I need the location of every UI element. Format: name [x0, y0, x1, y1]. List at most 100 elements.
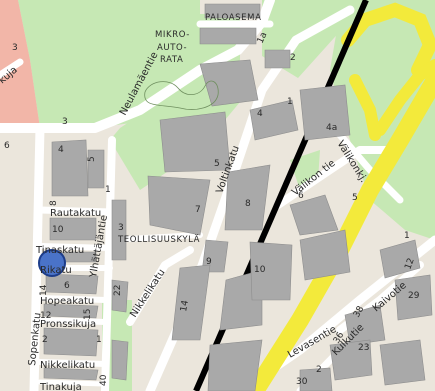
house-number: 30	[296, 377, 308, 387]
house-number: 10	[52, 225, 64, 235]
building	[111, 199, 127, 261]
house-number: 2	[290, 53, 296, 63]
building	[51, 139, 89, 197]
street-label-rikatu: Rikatu	[40, 265, 72, 276]
house-number: 2	[42, 335, 48, 345]
area-label-mikroautorata: RATA	[160, 55, 183, 65]
house-number: 22	[113, 285, 123, 296]
building	[224, 164, 271, 231]
building	[199, 59, 259, 107]
highway-ramp-upper	[341, 2, 435, 77]
house-number: 4	[257, 109, 263, 119]
house-number: 3	[62, 117, 68, 127]
buildings	[43, 3, 433, 391]
house-number: 6	[4, 141, 10, 151]
building	[111, 339, 129, 381]
road-nikkelikatu	[37, 359, 109, 367]
area-label-teollisuuskyla: TEOLLISUUSKYLÄ	[117, 234, 200, 245]
house-number: 5	[214, 159, 220, 169]
building	[289, 194, 339, 236]
house-number: 5	[87, 156, 97, 162]
area-labels: PALOASEMA MIKRO- AUTO- RATA TEOLLISUUSKY…	[117, 13, 262, 245]
road-nikkelikatu-diag	[126, 246, 194, 326]
house-number: 6	[64, 281, 70, 291]
house-number: 40	[99, 374, 109, 386]
road-tinaskatu	[37, 243, 113, 251]
building	[159, 111, 231, 173]
area-label-paloasema: PALOASEMA	[205, 13, 262, 23]
building	[199, 27, 257, 45]
building	[171, 264, 211, 341]
road-tinakuja	[37, 379, 107, 387]
house-number: 10	[254, 265, 266, 275]
building	[299, 367, 333, 391]
building	[45, 273, 99, 295]
house-number: 8	[245, 199, 251, 209]
house-number: 14	[39, 284, 49, 296]
building	[147, 175, 211, 236]
street-label-hopeakatu: Hopeakatu	[40, 296, 94, 307]
road-rautakatu	[36, 206, 116, 216]
street-label-nikkelikatu: Nikkelikatu	[40, 360, 95, 371]
mikroautorata-track	[144, 80, 219, 110]
house-number: 8	[49, 200, 59, 206]
current-location-marker[interactable]	[38, 249, 66, 277]
street-label-tinaskatu: Tinaskatu	[35, 245, 84, 256]
house-number: 1	[404, 231, 410, 241]
road-valikontie	[274, 146, 399, 209]
road-valikonkuja	[336, 131, 404, 204]
house-number: 15	[83, 309, 93, 320]
house-number: 5	[352, 193, 358, 203]
house-number: 7	[195, 205, 201, 215]
house-number: 14	[179, 299, 191, 312]
building	[87, 149, 105, 189]
road-hopeakatu	[37, 295, 109, 303]
building	[299, 84, 351, 141]
street-label-pronssikuja: Pronssikuja	[40, 319, 96, 330]
building	[379, 339, 426, 386]
building	[344, 304, 386, 346]
house-number: 29	[408, 291, 420, 301]
house-number: 4a	[326, 123, 337, 133]
road-pronssikuja	[37, 317, 109, 325]
street-label-tinakuja: Tinakuja	[39, 382, 82, 391]
area-label-mikroautorata: MIKRO-	[155, 30, 190, 40]
house-number: 1a	[256, 31, 270, 45]
building	[249, 241, 293, 301]
highway-main	[246, 71, 435, 391]
building	[394, 274, 433, 321]
area-label-mikroautorata: AUTO-	[157, 43, 187, 53]
highway-ramp-lower	[374, 59, 435, 136]
building	[201, 239, 229, 273]
house-numbers: 1a 2 3 3 6 1 4 5 7 8 9 10 14 4a 6 5 1 12…	[4, 31, 420, 387]
house-number: 2	[316, 365, 322, 375]
highway	[246, 2, 435, 391]
house-number: 9	[206, 257, 212, 267]
building-paloasema	[204, 3, 261, 19]
building	[207, 339, 263, 391]
house-number: 1	[287, 97, 293, 107]
road-sopenkatu	[29, 123, 45, 391]
building	[379, 239, 421, 279]
house-number: 4	[58, 145, 64, 155]
highway-ramp-left	[349, 74, 381, 141]
building	[111, 279, 129, 313]
building	[264, 49, 291, 69]
road-kuja-top	[0, 58, 24, 79]
building	[43, 303, 99, 319]
house-number: 3	[12, 43, 18, 53]
house-number: 1	[105, 185, 111, 195]
house-number: 1	[96, 335, 102, 345]
building	[249, 99, 299, 141]
building	[43, 367, 99, 381]
building	[299, 229, 351, 281]
house-number: 6	[298, 191, 304, 201]
house-number: 23	[358, 343, 369, 353]
house-number: 12	[40, 311, 51, 321]
house-number: 3	[118, 223, 124, 233]
building	[43, 327, 99, 357]
building	[49, 217, 97, 241]
street-label-rautakatu: Rautakatu	[50, 208, 101, 219]
house-number: 12	[403, 257, 416, 271]
